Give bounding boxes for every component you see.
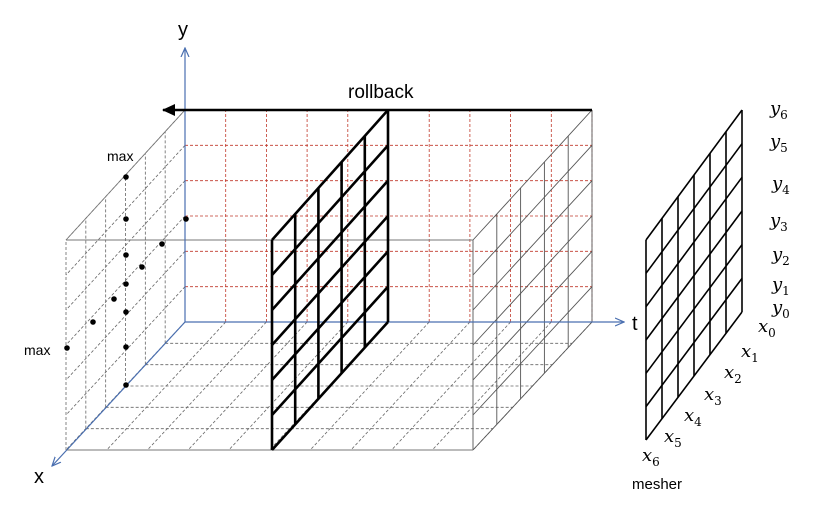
slice-grid-line [271, 285, 389, 416]
max-point [183, 216, 189, 222]
mesher-x-label: x0 [758, 316, 776, 340]
t-axis-label: t [632, 313, 638, 335]
mesher-grid [645, 109, 743, 441]
slice-grid-line [271, 321, 389, 451]
mesher-grid-line [645, 244, 743, 374]
rollback-label: rollback [348, 82, 414, 103]
mesher-x-label: x3 [704, 384, 722, 408]
mesher-x-label: x4 [684, 405, 702, 429]
max-points [64, 174, 189, 388]
end-grid-line [472, 215, 593, 346]
y-axis-label: y [178, 19, 188, 41]
mesher-y-label: y6 [769, 98, 788, 122]
max-point [123, 174, 129, 180]
x-axis-label: x [34, 466, 44, 488]
x-axis-line [52, 321, 186, 466]
end-grid-line [472, 109, 593, 241]
mesher-y-label: y3 [769, 210, 788, 234]
mesher-grid-line [645, 210, 743, 341]
slice-grid-line [271, 179, 389, 311]
max-point [159, 241, 165, 247]
mesher-x-label: x6 [642, 445, 660, 469]
end-grid-line [472, 145, 593, 276]
mesher-grid-line [645, 109, 743, 241]
axes [52, 48, 624, 466]
end-slice-grid [472, 109, 593, 451]
mesher-y-label: y4 [771, 173, 790, 197]
mesher-grid-line [645, 176, 743, 308]
mesher-y-label: y5 [769, 131, 788, 155]
mesher-grid-line [645, 311, 743, 441]
max-point [64, 345, 70, 351]
slice-grid-line [271, 109, 389, 241]
max-point [111, 296, 117, 302]
mesher-x-label: x2 [724, 362, 742, 386]
end-grid-line [472, 321, 593, 451]
mesher-y-label: y1 [771, 274, 790, 298]
slice-grid-line [271, 144, 389, 276]
floor-grid-line [309, 321, 430, 451]
floor-grid-line [350, 321, 471, 451]
end-grid-line [472, 251, 593, 381]
slice-grid-line [271, 250, 389, 381]
end-grid-line [472, 180, 593, 311]
max-label-left: max [24, 342, 50, 358]
mesher-y-label: y0 [771, 297, 790, 321]
active-mesh-slice [270, 109, 390, 451]
max-point [90, 319, 96, 325]
mesher-grid-line [645, 143, 743, 274]
max-point [123, 281, 129, 287]
max-point [139, 264, 145, 270]
max-point [123, 216, 129, 222]
max-point [123, 252, 129, 258]
max-point [123, 344, 129, 350]
mesher-y-label: y2 [771, 244, 790, 268]
mesher-x-label: x1 [741, 341, 759, 365]
slice-grid-line [271, 215, 389, 346]
max-point [123, 309, 129, 315]
mesher-grid-line [645, 277, 743, 408]
mesher-label: mesher [632, 476, 682, 493]
mesher-x-label: x5 [664, 426, 682, 450]
end-grid-line [472, 286, 593, 416]
max-point [123, 382, 129, 388]
max-label-top: max [107, 148, 133, 164]
